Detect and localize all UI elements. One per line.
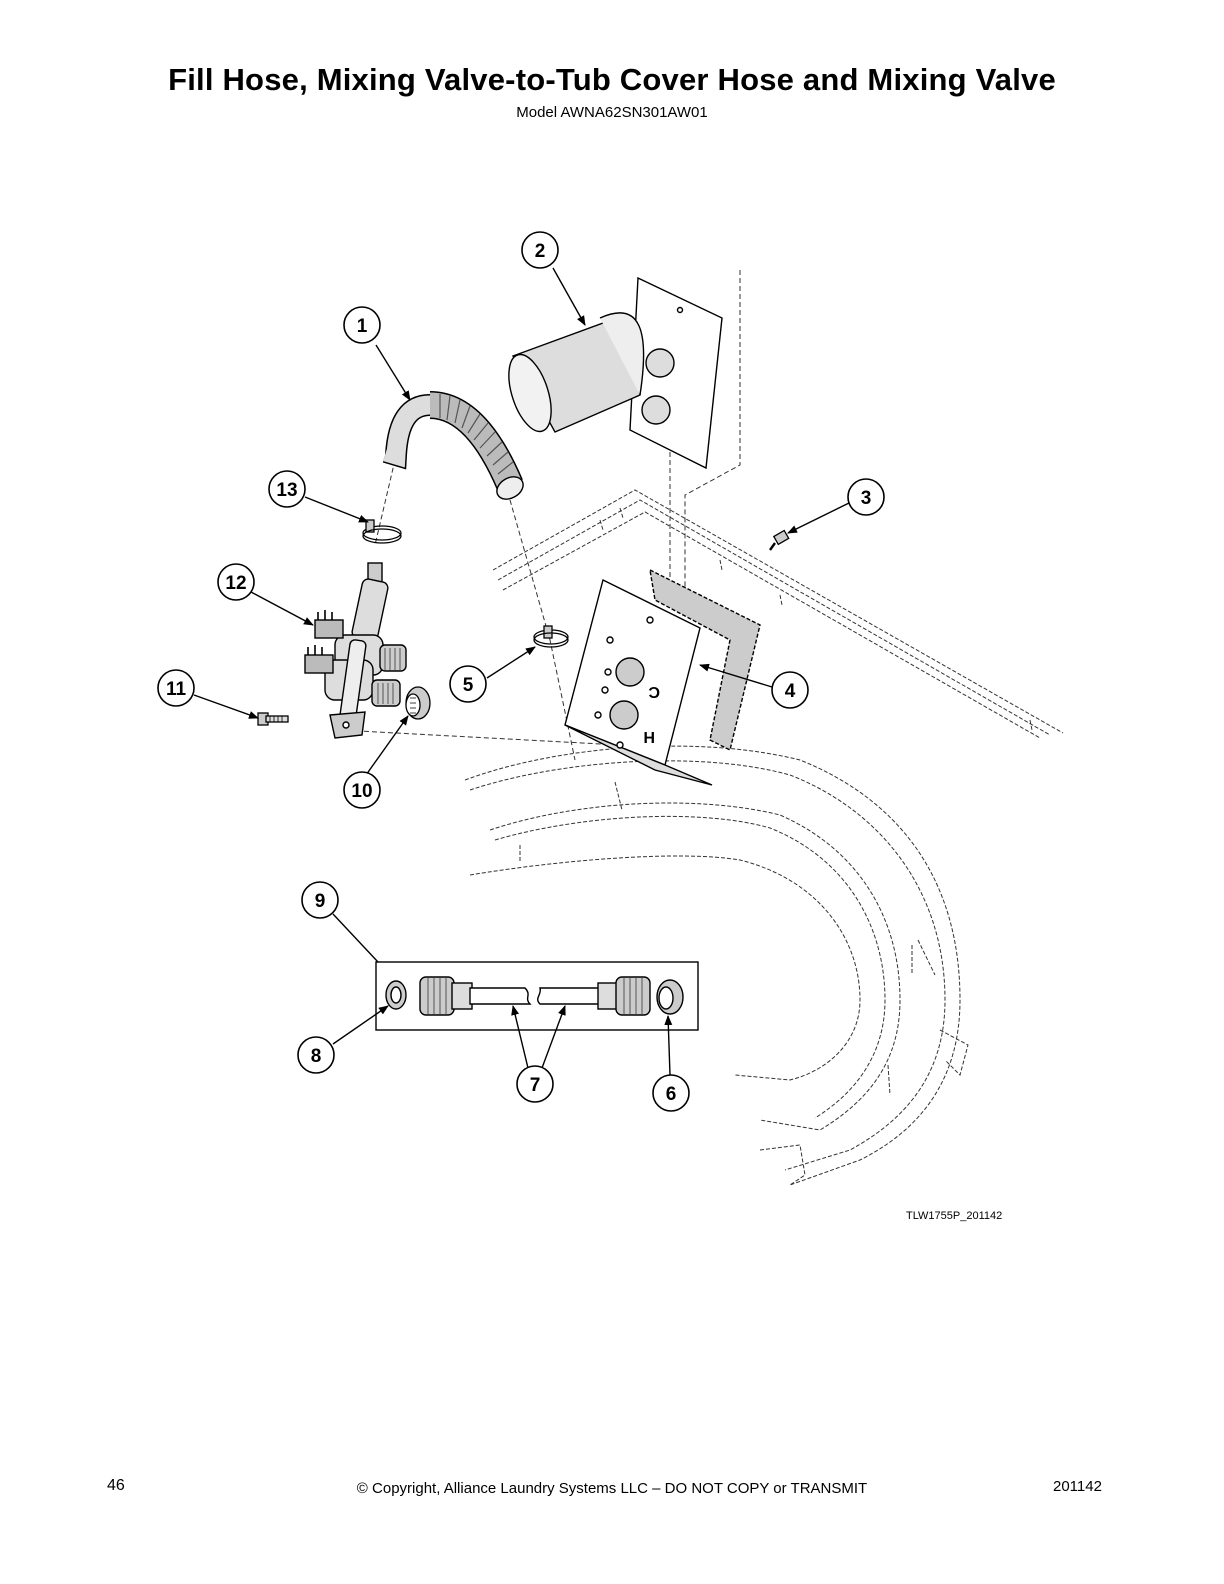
callout-bubbles: 1 2 3 4 5 6 7 8 [157,231,885,1112]
svg-text:6: 6 [666,1084,677,1105]
callout-5: 5 [449,665,487,703]
svg-text:9: 9 [315,891,326,912]
fill-hose [382,391,524,500]
copyright-notice: © Copyright, Alliance Laundry Systems LL… [356,1480,868,1497]
callout-8: 8 [297,1036,335,1074]
svg-text:2: 2 [535,241,546,262]
mixing-valve [304,562,407,739]
callout-leaders [193,267,850,1076]
callout-3: 3 [847,478,885,516]
svg-text:7: 7 [530,1075,541,1096]
page-title: Fill Hose, Mixing Valve-to-Tub Cover Hos… [168,62,1056,97]
svg-text:11: 11 [166,679,187,700]
callout-1: 1 [343,306,381,344]
svg-text:13: 13 [276,480,297,501]
svg-text:5: 5 [463,675,474,696]
callout-7: 7 [516,1065,554,1103]
callout-2: 2 [521,231,559,269]
svg-text:3: 3 [861,488,872,509]
hose-clamp-bottom [533,625,569,648]
model-subtitle: Model AWNA62SN301AW01 [516,104,708,121]
fill-hose-assembly-box [375,961,699,1031]
tub-cover-hose [508,276,723,470]
callout-11: 11 [157,669,195,707]
svg-text:4: 4 [785,681,796,702]
svg-text:10: 10 [351,781,372,802]
bracket-letter-h: H [643,728,655,745]
callout-6: 6 [652,1074,690,1112]
valve-bracket: C H [564,568,761,786]
svg-text:8: 8 [311,1046,322,1067]
callout-12: 12 [217,563,255,601]
inlet-screen [405,686,431,720]
document-number: 201142 [1053,1478,1102,1495]
svg-text:1: 1 [357,316,368,337]
callout-4: 4 [771,671,809,709]
callout-9: 9 [301,881,339,919]
hose-clamp-top [362,519,402,544]
page-number: 46 [107,1477,125,1494]
svg-text:12: 12 [225,573,246,594]
cabinet-rail-outline [492,489,1064,739]
callout-10: 10 [343,771,381,809]
mounting-screw [257,712,289,726]
drawing-id: TLW1755P_201142 [906,1210,1003,1222]
callout-13: 13 [268,470,306,508]
bracket-letter-c: C [648,683,660,700]
rail-screw [769,529,790,551]
